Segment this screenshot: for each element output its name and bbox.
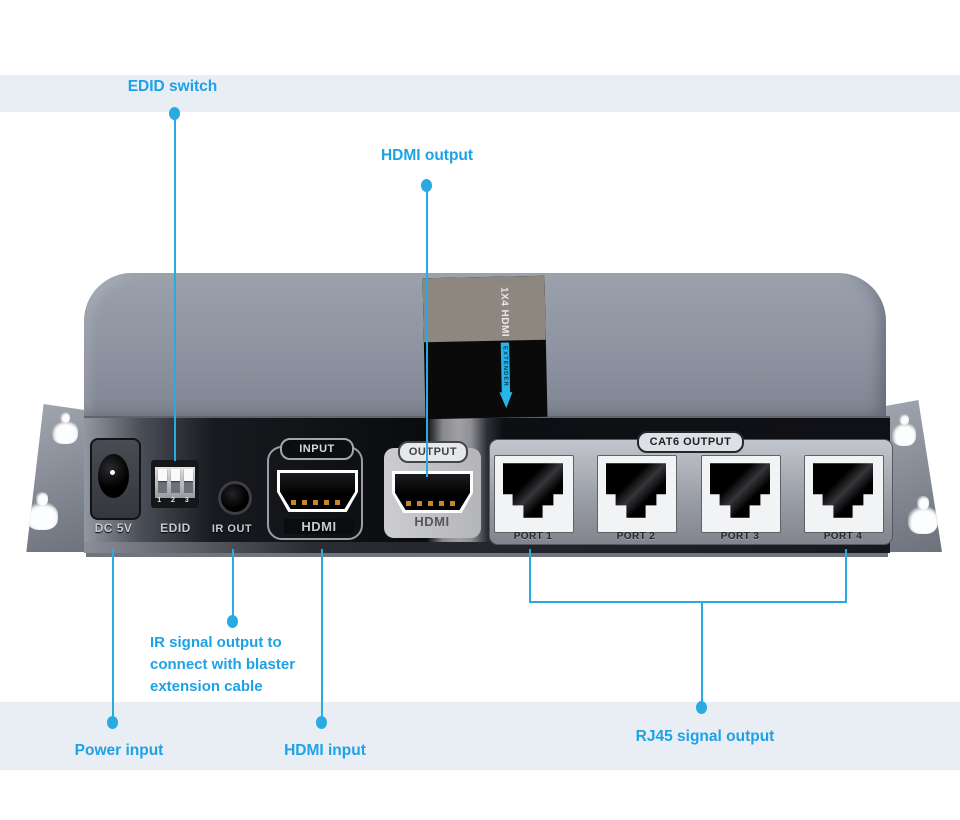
rj45-port-2 xyxy=(597,455,677,533)
dc-5v-label: DC 5V xyxy=(94,521,133,535)
edid-callout-line xyxy=(174,115,176,461)
device-base-strip xyxy=(84,542,890,553)
ir-callout-dot xyxy=(227,615,238,628)
screw-keyhole xyxy=(892,413,916,446)
hdmi-output-callout-line xyxy=(426,187,428,477)
edid-label: EDID xyxy=(160,521,191,535)
bottom-band xyxy=(0,702,960,770)
rj45-callout-line-horizontal xyxy=(529,601,847,603)
port2-label: PORT 2 xyxy=(616,531,656,542)
input-tag: INPUT xyxy=(280,438,354,460)
rj45-output-callout: RJ45 signal output xyxy=(635,728,775,745)
dc-jack-pin xyxy=(110,470,115,475)
port1-label: PORT 1 xyxy=(513,531,553,542)
rj45-jack-icon xyxy=(503,463,563,518)
hdmi-output-callout-dot xyxy=(421,179,432,192)
edid-dip-switch: 1 2 3 xyxy=(151,460,199,508)
rj45-port-1 xyxy=(494,455,574,533)
product-sticker: 1X4 HDMI EXTENDER xyxy=(422,275,548,420)
dip-numbers: 1 2 3 xyxy=(157,497,193,504)
sticker-shading xyxy=(422,275,546,343)
hdmi-output-port xyxy=(392,471,473,513)
hdmi-output-callout: HDMI output xyxy=(380,147,474,164)
hdmi-output-label: HDMI xyxy=(414,514,450,529)
dc-power-jack xyxy=(90,438,141,520)
edid-callout-dot xyxy=(169,107,180,120)
hdmi-input-callout: HDMI input xyxy=(284,742,366,759)
edid-switch-callout: EDID switch xyxy=(127,78,218,95)
rj45-jack-icon xyxy=(813,463,873,518)
rj45-port-3 xyxy=(701,455,781,533)
screw-keyhole xyxy=(26,492,58,530)
ir-out-jack xyxy=(218,481,252,515)
dc-jack-barrel xyxy=(98,454,129,498)
power-callout-dot xyxy=(107,716,118,729)
top-band xyxy=(0,75,960,112)
port4-label: PORT 4 xyxy=(823,531,863,542)
screw-keyhole xyxy=(908,496,938,534)
cat6-output-tag: CAT6 OUTPUT xyxy=(637,431,744,453)
output-tag: OUTPUT xyxy=(398,441,468,463)
power-callout-line xyxy=(112,549,114,717)
sticker-title: 1X4 HDMI xyxy=(497,286,510,337)
rj45-callout-line-right xyxy=(845,549,847,602)
rj45-jack-icon xyxy=(710,463,770,518)
power-input-callout: Power input xyxy=(74,742,164,759)
ir-signal-callout: IR signal output to connect with blaster… xyxy=(150,634,296,695)
device-base-edge xyxy=(86,553,888,557)
rj45-jack-icon xyxy=(606,463,666,518)
ir-out-label: IR OUT xyxy=(211,523,253,535)
sticker-arrow-icon: EXTENDER xyxy=(498,342,512,408)
rj45-callout-line-left xyxy=(529,549,531,602)
hdmi-input-callout-line xyxy=(321,549,323,717)
rj45-callout-dot xyxy=(696,701,707,714)
ir-callout-line xyxy=(232,549,234,617)
rj45-port-4 xyxy=(804,455,884,533)
hdmi-input-port xyxy=(277,470,358,512)
hdmi-input-label: HDMI xyxy=(284,519,354,534)
screw-keyhole xyxy=(52,411,78,444)
port3-label: PORT 3 xyxy=(720,531,760,542)
hdmi-input-callout-dot xyxy=(316,716,327,729)
rj45-callout-line-middle xyxy=(701,601,703,703)
